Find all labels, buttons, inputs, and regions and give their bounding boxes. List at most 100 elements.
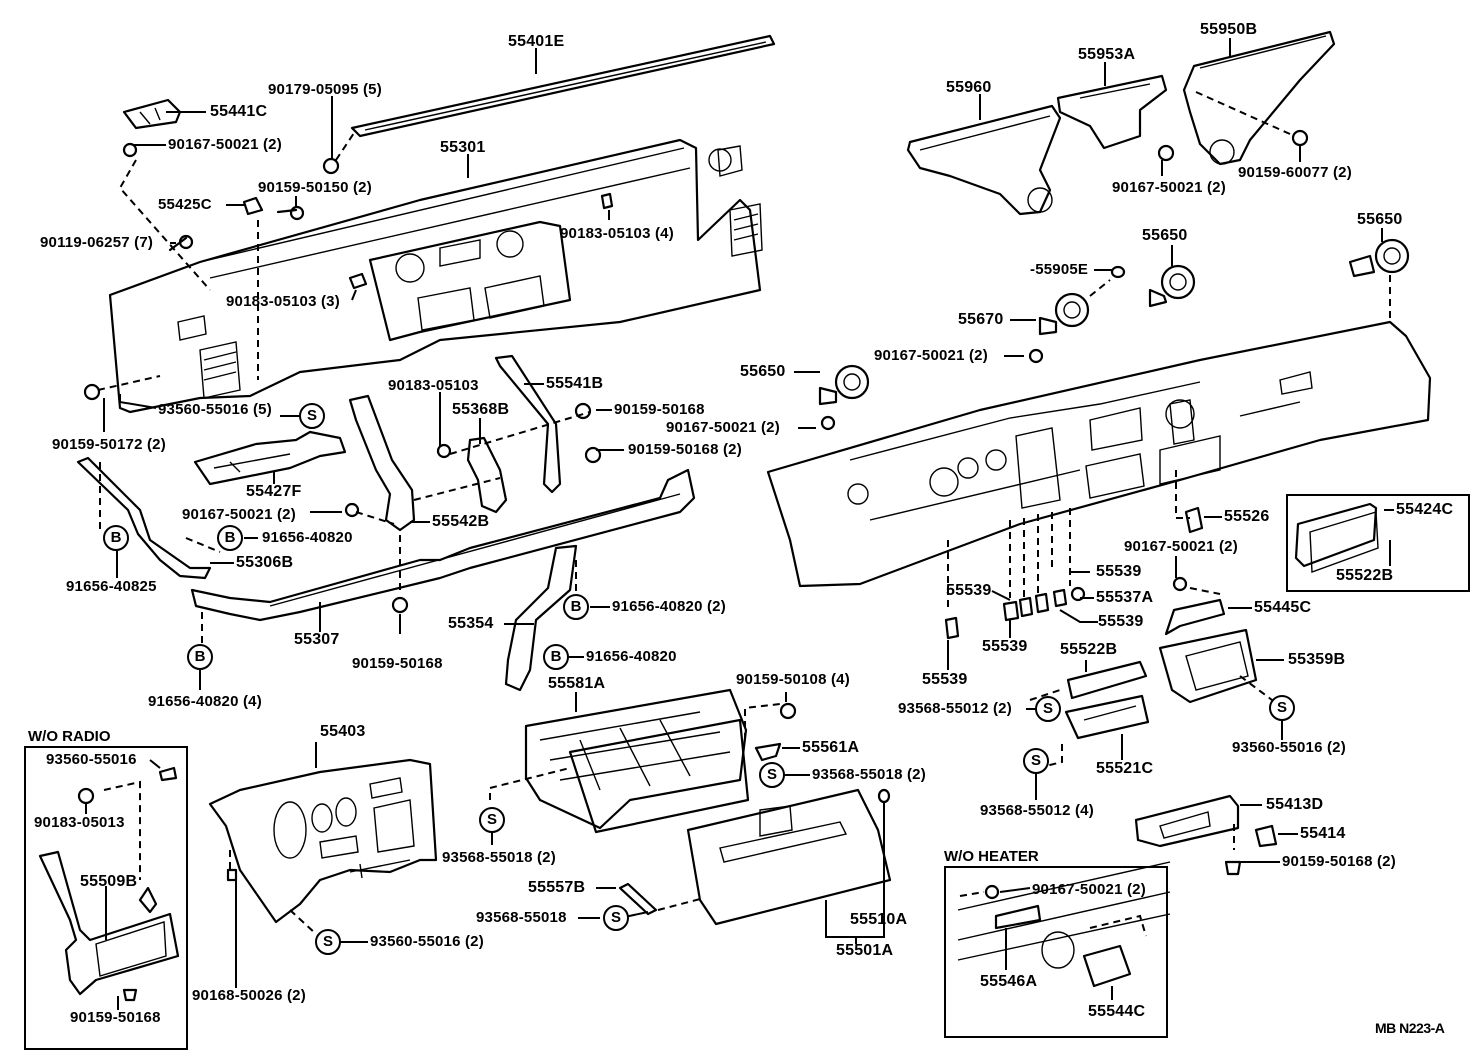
part-label: 90183-05103 (4) (560, 225, 674, 242)
part-55306b-brace (76, 456, 212, 580)
part-label: 90159-50150 (2) (258, 179, 372, 196)
part-label: 93560-55016 (5) (158, 401, 272, 418)
part-label: 55501A (836, 942, 894, 959)
part-label: -55905E (1030, 261, 1089, 278)
part-55445c-bracket (1164, 598, 1226, 636)
part-label: 55414 (1300, 825, 1346, 842)
part-55953a-duct (1056, 74, 1168, 150)
part-label: 55546A (980, 973, 1038, 990)
part-55522b-55521c (1064, 660, 1150, 740)
part-label: 55401E (508, 33, 565, 50)
part-label: 55544C (1088, 1003, 1146, 1020)
part-label: 90159-50108 (4) (736, 671, 850, 688)
part-label: 55539 (922, 671, 968, 688)
part-label: 90168-50026 (2) (192, 987, 306, 1004)
part-55413d-55414 (1134, 794, 1278, 848)
part-label: 55441C (210, 103, 268, 120)
bolt-symbol-icon: B (187, 644, 213, 670)
clip-parts-55539 (944, 506, 1204, 640)
part-label: 55368B (452, 401, 510, 418)
part-w-o-heater-inset-art (957, 861, 1171, 988)
screw-symbol-icon: S (1035, 696, 1061, 722)
part-label: 55539 (1098, 613, 1144, 630)
part-label: 55650 (1357, 211, 1403, 228)
part-label: 55445C (1254, 599, 1312, 616)
part-label: 55539 (982, 638, 1028, 655)
part-label: 55960 (946, 79, 992, 96)
part-label: 55424C (1396, 501, 1454, 518)
part-55441c-bracket (122, 98, 182, 130)
part-label: 55581A (548, 675, 606, 692)
part-label: 55537A (1096, 589, 1154, 606)
part-label: 90167-50021 (2) (1032, 881, 1146, 898)
part-label: 91656-40820 (4) (148, 693, 262, 710)
part-label: 91656-40820 (262, 529, 353, 546)
part-label: 90167-50021 (2) (168, 136, 282, 153)
part-label: 91656-40825 (66, 578, 157, 595)
part-label: 55521C (1096, 760, 1154, 777)
bolt-symbol-icon: B (103, 525, 129, 551)
part-label: 55359B (1288, 651, 1346, 668)
part-label: 55509B (80, 873, 138, 890)
part-55427f-reinforcement (193, 430, 347, 486)
part-label: 55510A (850, 911, 908, 928)
part-55509b-bracket (38, 850, 180, 996)
part-label: 55650 (1142, 227, 1188, 244)
part-label: 55542B (432, 513, 490, 530)
part-55960-duct (906, 104, 1062, 216)
part-label: 90159-50168 (70, 1009, 161, 1026)
vent-assemblies (818, 238, 1410, 431)
screw-symbol-icon: S (759, 762, 785, 788)
part-label: 90159-50168 (2) (1282, 853, 1396, 870)
part-label: 90183-05103 (388, 377, 479, 394)
part-label: 90167-50021 (2) (1112, 179, 1226, 196)
part-label: 93560-55016 (2) (370, 933, 484, 950)
part-label: 90183-05103 (3) (226, 293, 340, 310)
part-label: 55557B (528, 879, 586, 896)
part-55950b-duct (1182, 30, 1336, 166)
part-label: 55301 (440, 139, 486, 156)
part-label: 55539 (946, 582, 992, 599)
part-55307-reinforcement-beam (190, 468, 696, 622)
part-label: 90119-06257 (7) (40, 234, 154, 251)
part-label: 93568-55018 (476, 909, 567, 926)
bolt-symbol-icon: B (543, 644, 569, 670)
part-right-panel-assembly (766, 320, 1432, 588)
part-label: 90159-50168 (614, 401, 705, 418)
part-label: 91656-40820 (586, 648, 677, 665)
part-label: 55427F (246, 483, 302, 500)
part-label: 55670 (958, 311, 1004, 328)
part-label: 93568-55018 (2) (812, 766, 926, 783)
part-label: 93568-55012 (2) (898, 700, 1012, 717)
part-label: 93560-55016 (2) (1232, 739, 1346, 756)
part-label: 93568-55018 (2) (442, 849, 556, 866)
screw-symbol-icon: S (603, 905, 629, 931)
part-label: 90179-05095 (5) (268, 81, 382, 98)
inset-55424c-box (1286, 494, 1470, 592)
part-label: 55526 (1224, 508, 1270, 525)
part-label: 55306B (236, 554, 294, 571)
part-55368b-bracket (466, 436, 508, 514)
w-o-radio-title: W/O RADIO (28, 728, 111, 745)
part-label: 91656-40820 (2) (612, 598, 726, 615)
screw-symbol-icon: S (1269, 695, 1295, 721)
part-label: 55307 (294, 631, 340, 648)
part-55424c-55522b-inset-art (1294, 502, 1379, 573)
part-55301-instrument-panel (108, 138, 763, 414)
part-label: 55413D (1266, 796, 1324, 813)
part-55541b-brace (494, 354, 602, 494)
part-label: 90159-50172 (2) (52, 436, 166, 453)
part-label: 55561A (802, 739, 860, 756)
part-label: 55354 (448, 615, 494, 632)
part-55501a-glove-door (686, 788, 892, 926)
screw-symbol-icon: S (299, 403, 325, 429)
part-55359b-compartment (1158, 628, 1258, 704)
part-label: 90183-05013 (34, 814, 125, 831)
diagram-code: MB N223-A (1375, 1020, 1445, 1036)
screw-symbol-icon: S (1023, 748, 1049, 774)
part-55542b-brace (348, 394, 416, 532)
part-label: 93568-55012 (4) (980, 802, 1094, 819)
part-label: 55950B (1200, 21, 1258, 38)
